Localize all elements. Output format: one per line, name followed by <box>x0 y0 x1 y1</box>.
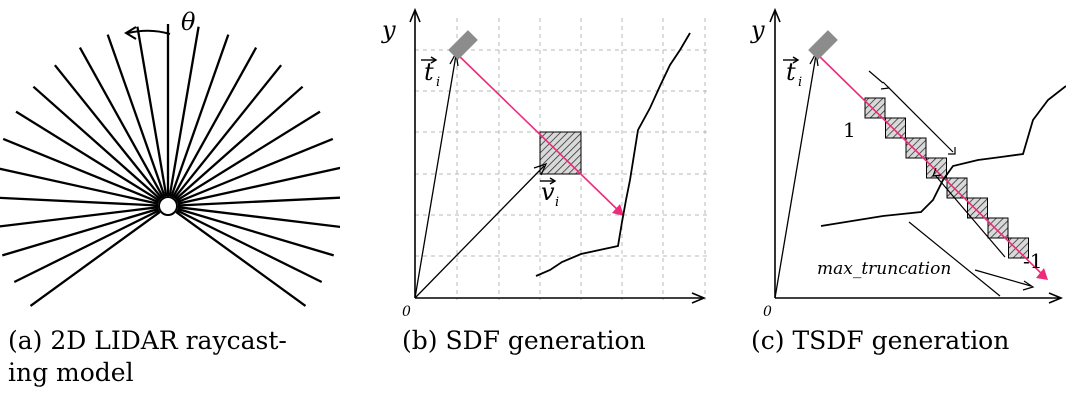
t-vector-arrow <box>421 56 438 64</box>
sdf-figure: y x 0 t i v i <box>381 7 708 320</box>
lidar-ray <box>32 85 162 201</box>
lidar-ray <box>0 167 159 205</box>
theta-arrow <box>124 26 171 40</box>
tsdf-cell <box>864 97 886 119</box>
origin-label: 0 <box>763 304 772 320</box>
lidar-ray <box>0 206 159 228</box>
ray-line <box>815 52 1046 278</box>
lidar-ray <box>168 26 200 197</box>
x-axis-label: x <box>1049 314 1063 320</box>
position-vector <box>774 51 819 299</box>
lidar-ray <box>13 209 160 284</box>
v-vector-arrow <box>540 177 557 185</box>
origin-label: 0 <box>402 304 411 320</box>
lidar-ray <box>171 47 258 198</box>
panel-a: θ (a) 2D LIDAR raycast- ing model <box>0 0 340 413</box>
y-axis-label: y <box>750 16 765 44</box>
t-subscript: i <box>436 75 440 90</box>
t-i-label: t i <box>783 56 802 90</box>
minus-one-label: -1 <box>1023 249 1042 273</box>
lidar-ray <box>0 196 159 207</box>
lidar-ray <box>173 64 282 199</box>
lidar-ray <box>176 137 334 204</box>
surface-line <box>820 85 1066 227</box>
caption-a-line2: ing model <box>8 358 134 387</box>
lidar-center-circle <box>158 196 178 216</box>
tsdf-cell <box>1008 237 1029 259</box>
tsdf-cell <box>926 157 947 179</box>
dimension-lines <box>868 70 1035 297</box>
lidar-ray <box>177 206 340 229</box>
tsdf-cell <box>987 217 1009 239</box>
position-vectors <box>414 51 548 299</box>
t-letter: t <box>424 58 434 86</box>
caption-a-line1: (a) 2D LIDAR raycast- <box>8 326 287 355</box>
lidar-ray <box>15 110 161 202</box>
tsdf-figure: y x 0 1 -1 max_truncation <box>750 7 1066 320</box>
y-axis-label: y <box>381 16 396 44</box>
axes <box>409 7 707 304</box>
lidar-ray <box>174 85 304 201</box>
t-subscript: i <box>798 75 802 90</box>
x-axis-label: x <box>680 314 694 320</box>
ray-arrowhead <box>612 204 624 216</box>
surface-line <box>535 32 691 277</box>
lidar-ray <box>175 210 307 307</box>
lidar-ray <box>54 64 163 199</box>
lidar-ray <box>1 207 159 257</box>
lidar-ray <box>2 137 160 204</box>
lidar-ray <box>177 166 340 205</box>
v-subscript: i <box>555 195 559 210</box>
t-i-label: t i <box>421 56 440 90</box>
tsdf-cell <box>946 177 968 199</box>
t-vector-arrow <box>783 56 800 64</box>
lidar-ray <box>177 207 335 257</box>
panel-b: y x 0 t i v i <box>360 0 720 413</box>
caption-c: (c) TSDF generation <box>751 326 1010 355</box>
t-letter: t <box>786 58 796 86</box>
lidar-ray <box>177 196 340 207</box>
axes <box>769 7 1064 304</box>
lidar-ray <box>78 47 165 198</box>
v-i-label: v i <box>540 177 559 210</box>
panel-c: y x 0 1 -1 max_truncation <box>733 0 1066 413</box>
one-label: 1 <box>843 118 856 142</box>
theta-label: θ <box>181 8 196 36</box>
v-letter: v <box>541 178 555 206</box>
lidar-rays <box>0 24 340 307</box>
tsdf-cell <box>885 117 906 139</box>
tsdf-cells <box>864 97 1029 259</box>
lidar-ray <box>170 34 230 197</box>
tsdf-cell <box>905 137 927 159</box>
lidar-ray <box>176 209 323 284</box>
ray-arrowhead <box>1036 268 1048 280</box>
lidar-raycast-figure: θ <box>0 8 340 307</box>
tsdf-cell <box>967 197 988 219</box>
caption-b: (b) SDF generation <box>402 326 646 355</box>
ray-line <box>455 52 623 215</box>
max-truncation-label: max_truncation <box>817 259 951 279</box>
sensor-block <box>448 30 478 60</box>
lidar-ray <box>136 26 168 197</box>
sensor-block <box>808 30 838 60</box>
lidar-ray <box>106 34 166 197</box>
lidar-ray <box>29 210 161 307</box>
lidar-ray <box>175 110 321 202</box>
